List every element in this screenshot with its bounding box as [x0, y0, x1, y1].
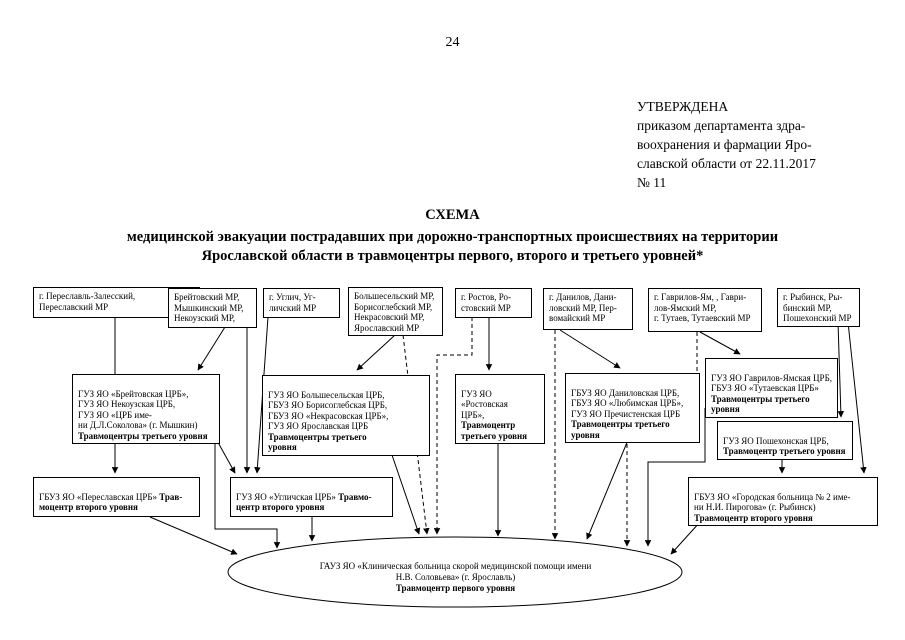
center-box-gorodskaya-2-rybinsk: ГБУЗ ЯО «Городская больница № 2 име- ни …	[688, 477, 878, 526]
title-heading: СХЕМА	[425, 207, 480, 223]
connector-line	[197, 326, 226, 371]
center-hospitals: ГБУЗ ЯО Даниловская ЦРБ, ГБУЗ ЯО «Любимс…	[571, 387, 684, 419]
center-hospitals: ГУЗ ЯО Пошехонская ЦРБ,	[723, 435, 829, 446]
connector-line	[847, 321, 867, 474]
connector-line	[356, 334, 396, 371]
district-box-gavrilov-yam: г. Гаврилов-Ям, , Гаври- лов-Ямский МР, …	[648, 288, 762, 332]
center-box-poshekhonskaya: ГУЗ ЯО Пошехонская ЦРБ, Травмоцентр трет…	[717, 421, 853, 460]
district-box-bolsheselsky: Большесельский МР, Борисоглебский МР, Не…	[348, 287, 443, 336]
center-box-uglichskaya: ГУЗ ЯО «Угличская ЦРБ» Травмо- центр вто…	[230, 477, 393, 517]
center-box-breytovskaya: ГУЗ ЯО «Брейтовская ЦРБ», ГУЗ ЯО Некоузс…	[72, 374, 220, 444]
center-box-bolsheselskaya: ГУЗ ЯО Большесельская ЦРБ, ГБУЗ ЯО Борис…	[262, 375, 430, 456]
district-box-rostov: г. Ростов, Ро- стовский МР	[455, 288, 532, 318]
center-level-label: Травмоцентры третьего уровня	[571, 419, 670, 440]
connector-line	[391, 454, 421, 535]
center-level-label: Трав- моцентр второго уровня	[39, 491, 183, 513]
center-hospitals: ГУЗ ЯО Большесельская ЦРБ, ГБУЗ ЯО Борис…	[268, 389, 389, 432]
center-level-label: Травмоцентры третьего уровня	[268, 431, 367, 453]
center-level-label: Травмо- центр второго уровня	[236, 491, 372, 513]
title-subtitle: медицинской эвакуации пострадавших при д…	[126, 229, 779, 264]
diagram-title-block: СХЕМА медицинской эвакуации пострадавших…	[0, 207, 905, 266]
connector-line	[214, 437, 281, 549]
level1-hospital-name: ГАУЗ ЯО «Клиническая больница скорой мед…	[319, 561, 592, 582]
district-box-breytovo: Брейтовский МР, Мышкинский МР, Некоузски…	[168, 288, 257, 328]
connector-line-dashed	[433, 317, 473, 535]
center-hospitals: ГУЗ ЯО «Угличская ЦРБ»	[236, 491, 339, 502]
level1-trauma-center: ГАУЗ ЯО «Клиническая больница скорой мед…	[228, 537, 683, 607]
center-level-label: Травмоцентр третьего уровня	[723, 446, 846, 456]
connector-line	[699, 331, 741, 355]
center-box-gavrilov-yamskaya: ГУЗ ЯО Гаврилов-Ямская ЦРБ, ГБУЗ ЯО «Тут…	[705, 358, 838, 418]
district-box-rybinsk: г. Рыбинск, Ры- бинский МР, Пошехонский …	[777, 288, 860, 327]
center-box-pereslavskaya: ГБУЗ ЯО «Переславская ЦРБ» Трав- моцентр…	[33, 477, 200, 517]
center-hospitals: ГУЗ ЯО «Ростовская ЦРБ»,	[461, 388, 508, 420]
center-level-label: Травмоцентр второго уровня	[694, 512, 813, 523]
connector-line	[837, 321, 845, 418]
center-box-rostovskaya: ГУЗ ЯО «Ростовская ЦРБ», Травмоцентр тре…	[455, 374, 545, 444]
connector-line	[644, 408, 706, 547]
connector-line	[670, 521, 701, 555]
connector-line-dashed	[623, 332, 698, 547]
district-box-uglich: г. Углич, Уг- личский МР	[263, 288, 340, 318]
level1-level-label: Травмоцентр первого уровня	[395, 583, 516, 593]
connector-line	[559, 329, 621, 369]
center-level-label: Травмоцентры третьего уровня	[711, 393, 810, 415]
center-hospitals: ГБУЗ ЯО «Переславская ЦРБ»	[39, 491, 160, 502]
center-box-danilovskaya: ГБУЗ ЯО Даниловская ЦРБ, ГБУЗ ЯО «Любимс…	[565, 373, 700, 443]
center-hospitals: ГУЗ ЯО «Брейтовская ЦРБ», ГУЗ ЯО Некоузс…	[78, 388, 198, 431]
connector-line	[586, 439, 629, 540]
center-hospitals: ГУЗ ЯО Гаврилов-Ямская ЦРБ, ГБУЗ ЯО «Тут…	[711, 372, 832, 394]
center-level-label: Травмоцентры третьего уровня	[78, 430, 208, 441]
approval-stamp: УТВЕРЖДЕНА приказом департамента здра- в…	[637, 99, 816, 190]
level1-ellipse-shape	[227, 536, 683, 608]
center-level-label: Травмоцентр третьего уровня	[461, 420, 528, 441]
page-number: 24	[445, 35, 460, 50]
connector-line	[149, 516, 238, 555]
district-box-danilov: г. Данилов, Дани- ловский МР, Пер- вомай…	[543, 288, 633, 330]
center-hospitals: ГБУЗ ЯО «Городская больница № 2 име- ни …	[694, 491, 851, 513]
